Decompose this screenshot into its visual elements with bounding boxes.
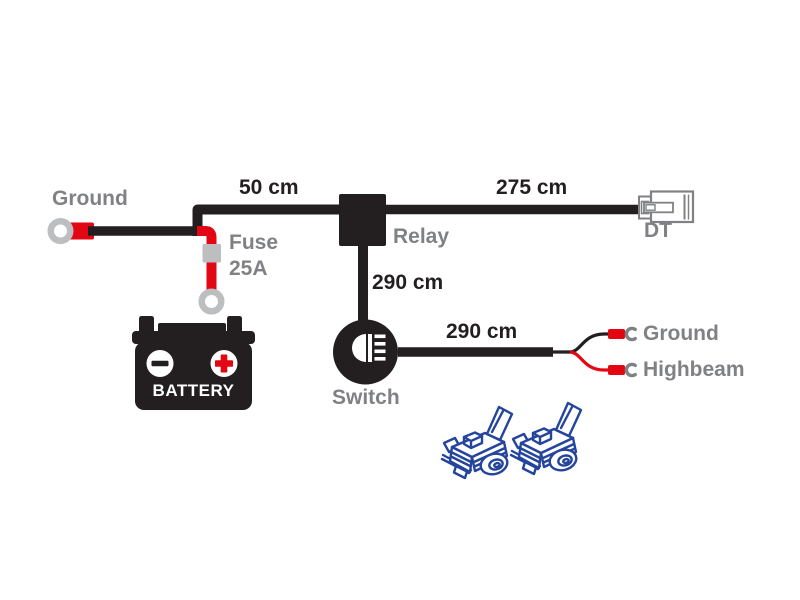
quick-splice-connector-2 bbox=[509, 401, 583, 476]
wire-fuse bbox=[197, 226, 217, 292]
wire-out-highbeam bbox=[569, 350, 609, 372]
ring-terminal-ground-icon bbox=[47, 218, 74, 244]
label-fuse-name: Fuse bbox=[229, 231, 279, 254]
switch-icon bbox=[333, 319, 398, 385]
battery-icon bbox=[132, 316, 255, 410]
ground-crimp bbox=[69, 222, 94, 240]
hook-terminal-ground-icon bbox=[624, 326, 637, 342]
hook-terminal-highbeam-icon bbox=[624, 362, 637, 378]
wire-out-ground bbox=[569, 332, 609, 354]
label-length-switch-outputs: 290 cm bbox=[446, 320, 518, 343]
fuse-body bbox=[202, 244, 221, 263]
relay-body bbox=[339, 194, 386, 246]
ring-terminal-battery-icon bbox=[198, 288, 225, 315]
label-relay: Relay bbox=[393, 225, 450, 248]
label-length-battery-relay: 50 cm bbox=[239, 176, 299, 199]
label-switch: Switch bbox=[332, 386, 400, 409]
label-battery: BATTERY bbox=[152, 381, 235, 400]
label-ground-top: Ground bbox=[52, 187, 128, 210]
label-dt-connector: DT bbox=[644, 219, 672, 242]
label-output-highbeam: Highbeam bbox=[643, 358, 745, 381]
dt-connector-icon bbox=[638, 190, 695, 224]
label-output-ground: Ground bbox=[643, 322, 719, 345]
label-length-relay-switch: 290 cm bbox=[372, 271, 444, 294]
plus-icon bbox=[215, 354, 233, 373]
headlight-icon bbox=[352, 334, 386, 362]
quick-splice-connector-1 bbox=[440, 405, 514, 480]
terminal-out-highbeam bbox=[608, 365, 625, 375]
label-length-relay-dt: 275 cm bbox=[496, 176, 568, 199]
minus-icon bbox=[151, 360, 169, 367]
label-fuse-rating: 25A bbox=[229, 257, 268, 280]
terminal-out-ground bbox=[608, 329, 625, 339]
